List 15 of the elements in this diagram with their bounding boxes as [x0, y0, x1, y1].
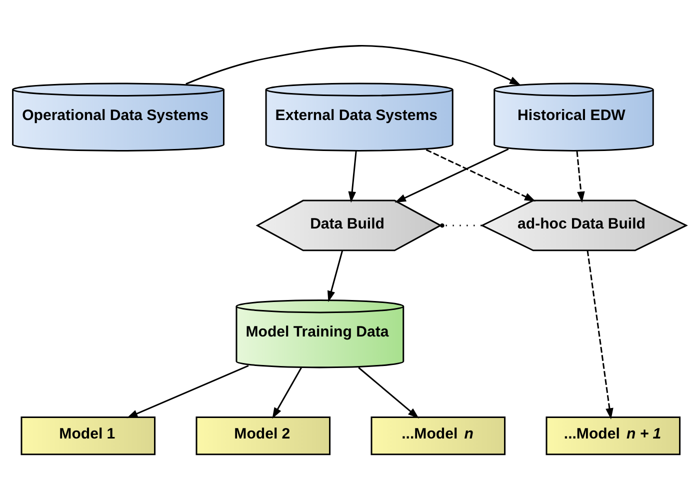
arrow	[348, 151, 357, 203]
node-box: ...Model n + 1	[546, 416, 681, 456]
node-box: ...Model n	[370, 416, 506, 456]
arrow	[126, 365, 249, 418]
arrow	[186, 45, 521, 86]
arrow	[358, 367, 420, 419]
arrow	[327, 250, 344, 302]
node-box: Model 2	[196, 416, 331, 456]
arrow	[272, 367, 302, 419]
arrow	[394, 148, 509, 203]
arrow	[426, 149, 536, 202]
node-box: Model 1	[20, 416, 156, 456]
arrow	[586, 250, 614, 420]
arrow	[576, 151, 585, 203]
connector	[440, 223, 482, 228]
